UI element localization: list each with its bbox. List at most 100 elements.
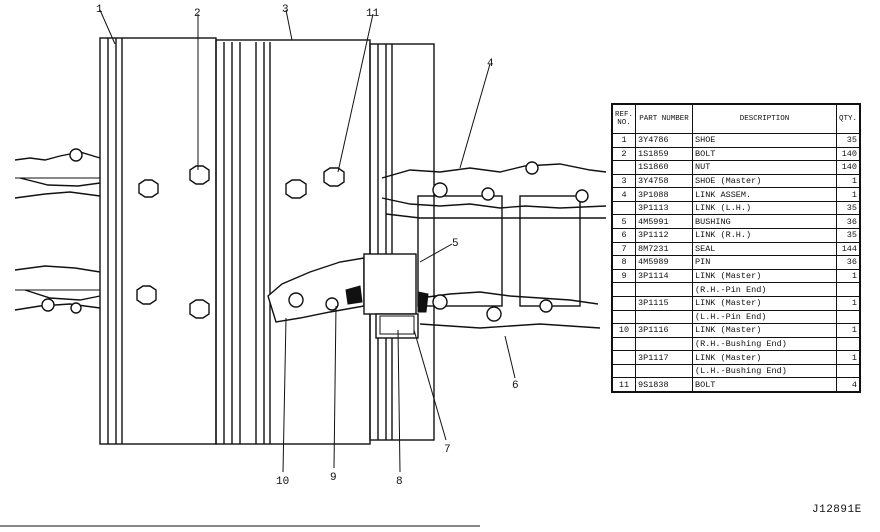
cell-ref: [612, 363, 636, 379]
cell-part: 3Y4758: [635, 173, 693, 189]
cell-desc: SHOE (Master): [692, 173, 837, 189]
header-part-number: PART NUMBER: [635, 104, 693, 134]
callout-labels: 1 2 3 11 4 5 6 7 8 9 10: [96, 4, 519, 488]
cell-ref: 5: [612, 214, 636, 230]
cell-desc: NUT: [692, 160, 837, 175]
cell-qty: [836, 336, 860, 352]
cell-qty: 35: [836, 133, 860, 148]
cell-qty: [836, 309, 860, 325]
cell-desc: SHOE: [692, 133, 837, 148]
cell-desc: LINK ASSEM.: [692, 187, 837, 202]
cell-ref: [612, 282, 636, 297]
cell-qty: 35: [836, 200, 860, 216]
cell-ref: 11: [612, 377, 636, 392]
cell-desc: (R.H.-Pin End): [692, 282, 837, 297]
cell-qty: 36: [836, 214, 860, 230]
cell-qty: 1: [836, 173, 860, 189]
cell-desc: PIN: [692, 255, 837, 270]
cell-ref: 9: [612, 268, 636, 284]
callout-6: 6: [512, 380, 519, 392]
master-link-detail: [267, 253, 429, 339]
cell-desc: BUSHING: [692, 214, 837, 230]
cell-part: [635, 336, 693, 352]
cell-part: 9S1838: [635, 377, 693, 392]
cell-qty: 36: [836, 255, 860, 270]
table-row: (L.H.-Bushing End): [612, 363, 860, 379]
cell-desc: (R.H.-Bushing End): [692, 336, 837, 352]
cell-desc: LINK (R.H.): [692, 228, 837, 243]
right-track-links: [381, 161, 607, 329]
leader-lines: [99, 9, 516, 473]
callout-1: 1: [96, 4, 103, 16]
cell-ref: [612, 350, 636, 365]
callout-8: 8: [396, 476, 403, 488]
cell-ref: 3: [612, 173, 636, 189]
cell-qty: [836, 363, 860, 379]
cell-qty: 1: [836, 187, 860, 202]
header-description: DESCRIPTION: [692, 104, 837, 134]
cell-part: 3P1117: [635, 350, 693, 365]
parts-table-header: REF. NO. PART NUMBER DESCRIPTION QTY.: [612, 104, 860, 134]
cell-ref: 7: [612, 241, 636, 257]
callout-10: 10: [276, 476, 289, 488]
cell-part: 3P1115: [635, 295, 693, 311]
cell-qty: 1: [836, 323, 860, 338]
cell-part: 1S1859: [635, 146, 693, 162]
cell-qty: 1: [836, 295, 860, 311]
cell-ref: [612, 309, 636, 325]
cell-desc: BOLT: [692, 146, 837, 162]
cell-qty: [836, 282, 860, 297]
cell-part: 3P1112: [635, 228, 693, 243]
cell-desc: (L.H.-Pin End): [692, 309, 837, 325]
callout-9: 9: [330, 472, 337, 484]
cell-ref: [612, 336, 636, 352]
cell-qty: 144: [836, 241, 860, 257]
header-ref-no: REF. NO.: [612, 104, 636, 134]
left-track-links: [14, 148, 101, 314]
cell-qty: 35: [836, 228, 860, 243]
cell-part: [635, 282, 693, 297]
header-qty: QTY.: [836, 104, 860, 134]
cell-part: 3P1113: [635, 200, 693, 216]
cell-part: 3P1116: [635, 323, 693, 338]
cell-part: [635, 309, 693, 325]
cell-desc: (L.H.-Bushing End): [692, 363, 837, 379]
cell-qty: 1: [836, 268, 860, 284]
cell-ref: [612, 295, 636, 311]
cell-part: 3P1114: [635, 268, 693, 284]
cell-desc: LINK (Master): [692, 268, 837, 284]
cell-part: 1S1860: [635, 160, 693, 175]
cell-qty: 140: [836, 160, 860, 175]
cell-ref: 1: [612, 133, 636, 148]
cell-ref: 6: [612, 228, 636, 243]
drawing-number: J12891E: [812, 504, 862, 516]
cell-ref: [612, 200, 636, 216]
cell-part: 3P1088: [635, 187, 693, 202]
cell-ref: [612, 160, 636, 175]
cell-part: 3Y4786: [635, 133, 693, 148]
callout-7: 7: [444, 444, 451, 456]
cell-ref: 10: [612, 323, 636, 338]
table-row: (R.H.-Pin End): [612, 282, 860, 297]
cell-desc: LINK (Master): [692, 350, 837, 365]
callout-4: 4: [487, 58, 494, 70]
cell-desc: BOLT: [692, 377, 837, 392]
callout-3: 3: [282, 4, 289, 16]
table-row: (R.H.-Bushing End): [612, 336, 860, 352]
cell-desc: SEAL: [692, 241, 837, 257]
cell-qty: 140: [836, 146, 860, 162]
cell-ref: 8: [612, 255, 636, 270]
